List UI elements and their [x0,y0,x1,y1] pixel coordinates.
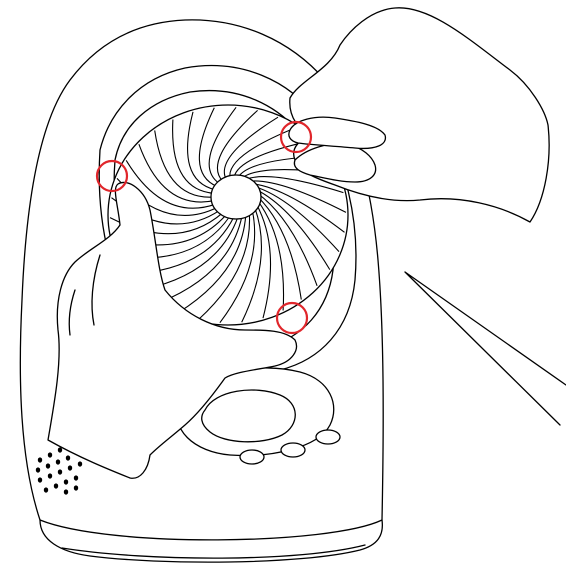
speaker-hole [58,469,62,474]
control-button-2 [281,443,305,457]
speaker-hole [38,457,42,462]
speaker-hole [74,485,78,490]
speaker-hole [48,473,52,478]
speaker-hole [48,452,52,457]
speaker-hole [38,477,42,482]
speaker-hole [68,465,72,470]
speaker-hole [36,467,40,472]
control-button-3 [240,450,264,464]
pointer-lines [405,272,566,425]
speaker-hole [74,475,78,480]
speaker-hole [54,483,58,488]
fan-hub [211,175,261,219]
speaker-hole [64,489,68,494]
speaker-hole [56,459,60,464]
speaker-hole [78,461,82,466]
pointer-line [405,272,566,425]
speaker-hole [66,455,70,460]
control-button-1 [316,430,340,444]
speaker-hole [64,479,68,484]
speaker-hole [44,487,48,492]
speaker-hole [58,447,62,452]
speaker-hole [46,463,50,468]
device-base-shadow [62,545,365,558]
